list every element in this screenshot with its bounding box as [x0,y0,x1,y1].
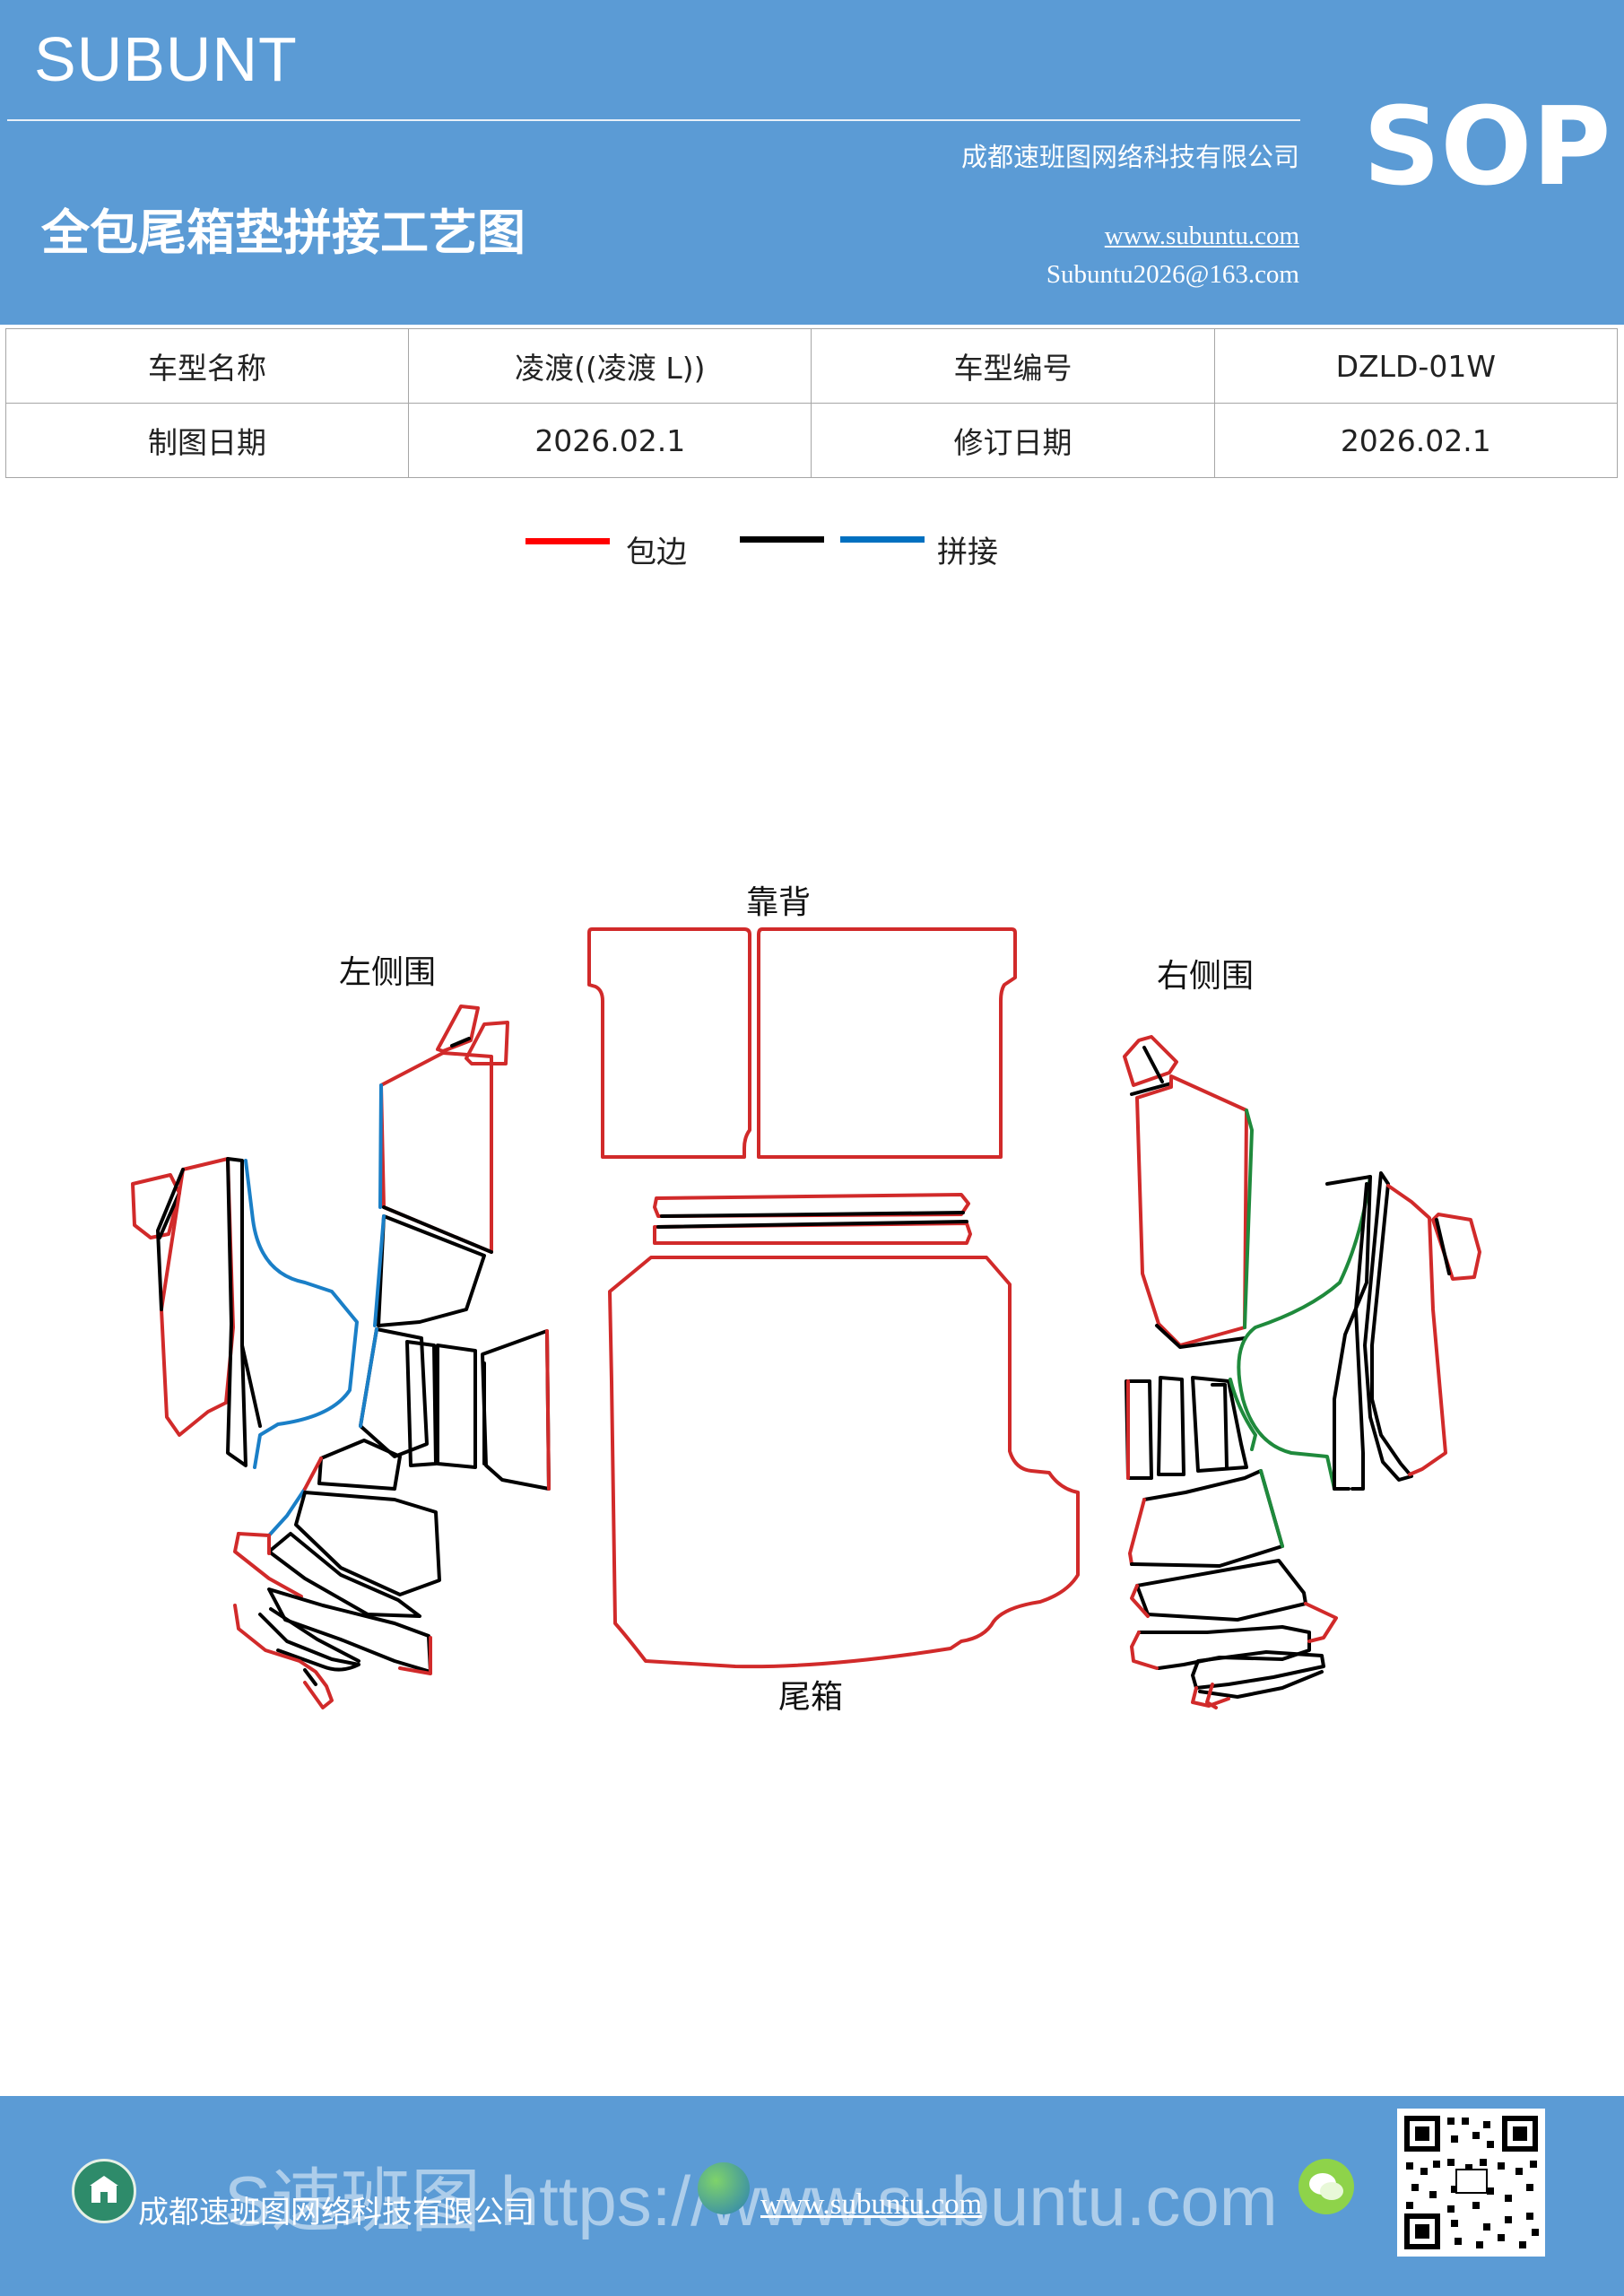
footer-banner: S速班图 https://www.subuntu.com 成都速班图网络科技有限… [0,2096,1624,2296]
value-model-name: 凌渡((凌渡 L)) [408,328,812,404]
header-email: Subuntu2026@163.com [1046,260,1299,289]
footer-watermark: S速班图 https://www.subuntu.com [224,2161,1278,2240]
label-draw-date: 制图日期 [4,403,410,478]
table-row: 车型名称 凌渡((凌渡 L)) 车型编号 DZLD-01W [4,328,1619,404]
center-strip-seam-2 [656,1220,968,1229]
legend-wrap-label: 包边 [626,535,687,570]
sop-badge: SOP [1363,85,1611,210]
brand-logo-text: SUBUNT [34,24,298,94]
header-website-link[interactable]: www.subuntu.com [1104,222,1299,250]
value-model-code: DZLD-01W [1213,328,1619,404]
right-side-label: 右侧围 [1157,958,1254,995]
legend-splice-label: 拼接 [937,535,998,570]
globe-icon [698,2162,750,2214]
label-model-name: 车型名称 [4,328,410,404]
wechat-icon [1298,2159,1354,2214]
trunk-label: 尾箱 [778,1679,843,1716]
document-title: 全包尾箱垫拼接工艺图 [41,204,525,261]
left-side-label: 左侧围 [339,954,436,991]
legend-splice-swatch [840,536,925,543]
header-company-name: 成都速班图网络科技有限公司 [960,142,1299,172]
building-icon [72,2159,136,2223]
value-revision-date: 2026.02.1 [1213,403,1619,478]
trunk-floor-panel [608,1256,1080,1669]
value-draw-date: 2026.02.1 [408,403,812,478]
center-strip-seam-1 [660,1211,965,1218]
table-row: 制图日期 2026.02.1 修订日期 2026.02.1 [4,403,1619,478]
vehicle-info-table: 车型名称 凌渡((凌渡 L)) 车型编号 DZLD-01W 制图日期 2026.… [4,328,1619,478]
footer-website-link[interactable]: www.subuntu.com [760,2188,983,2221]
legend-wrap-swatch [525,538,610,544]
left-side-panels [131,1004,551,1709]
right-side-panels [1123,1035,1481,1709]
backrest-left-panel [587,927,751,1159]
backrest-right-panel [757,927,1017,1159]
footer-company-name: 成都速班图网络科技有限公司 [138,2195,534,2231]
label-revision-date: 修订日期 [811,403,1215,478]
header-divider [7,119,1300,121]
backrest-label: 靠背 [746,884,811,921]
legend-black-swatch [740,536,824,543]
header-banner: SUBUNT SOP 成都速班图网络科技有限公司 全包尾箱垫拼接工艺图 www.… [0,0,1624,325]
qr-code[interactable] [1397,2109,1545,2257]
label-model-code: 车型编号 [811,328,1215,404]
